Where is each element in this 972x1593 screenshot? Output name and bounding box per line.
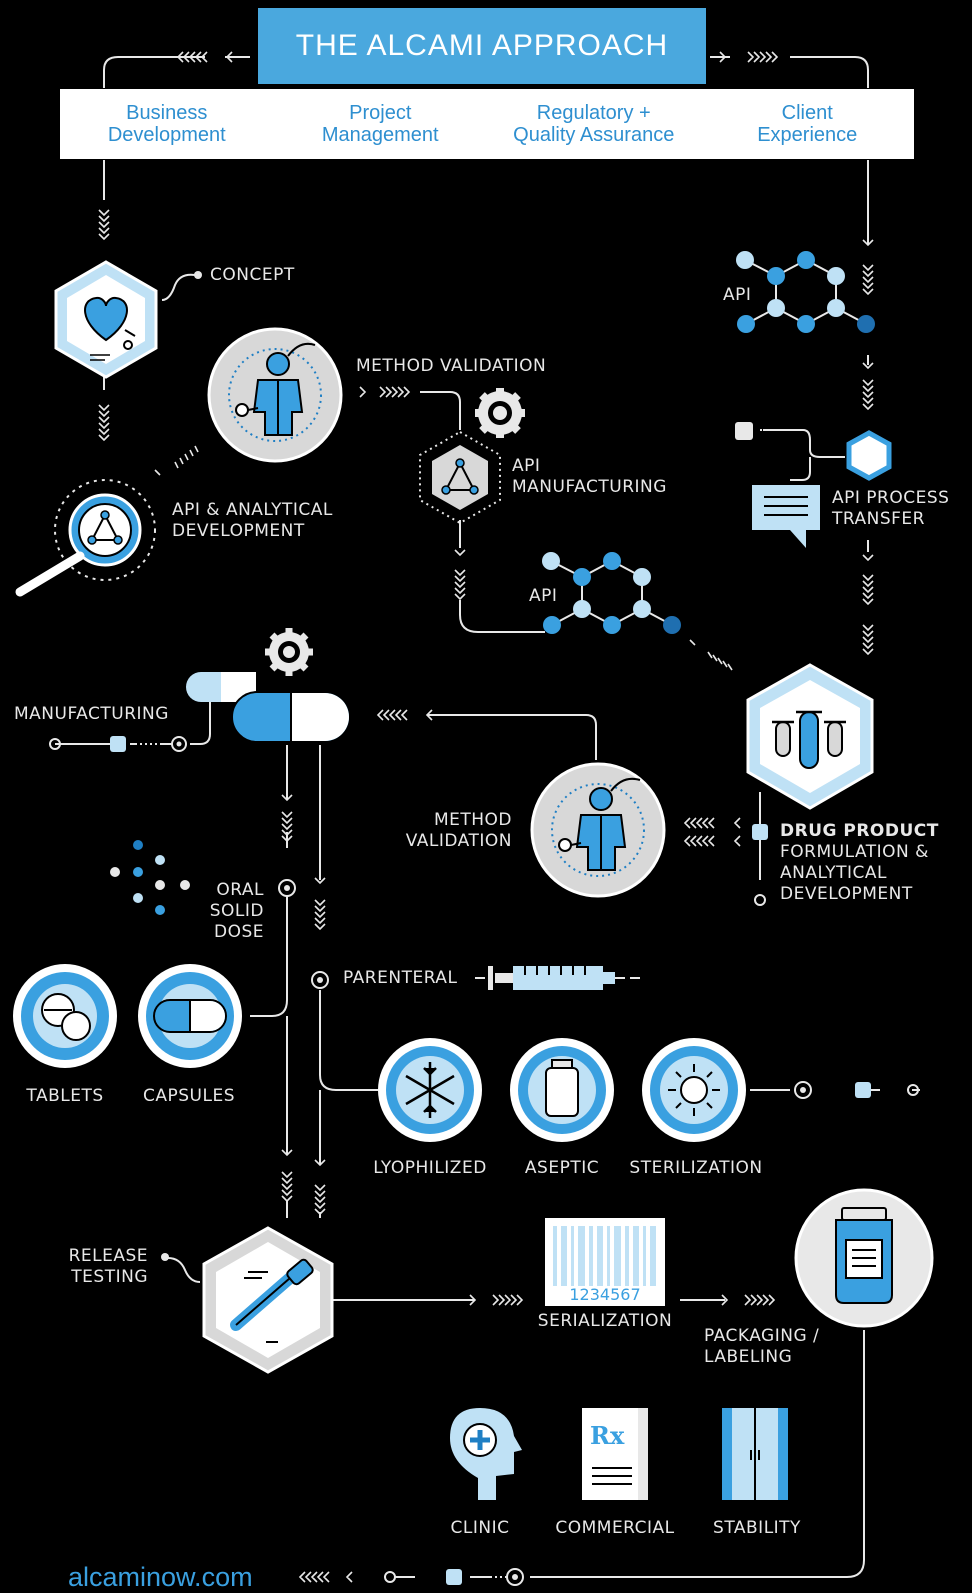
gear-icon [475, 388, 525, 438]
label-method-validation-top: METHOD VALIDATION [356, 356, 547, 376]
chat-bubble-icon [752, 430, 892, 548]
chevron-arrows [98, 51, 874, 1583]
label-lyophilized: LYOPHILIZED [373, 1158, 487, 1178]
scientist-top-icon [207, 327, 343, 463]
oral-dose-dots [110, 840, 190, 915]
concept-heart-icon [54, 260, 158, 379]
label-aseptic: ASEPTIC [524, 1158, 600, 1178]
label-concept: CONCEPT [210, 265, 295, 285]
vial-icon [510, 1038, 614, 1142]
label-manufacturing: MANUFACTURING [14, 704, 169, 724]
connector-nodes [49, 271, 919, 1586]
api-molecule-middle-icon [542, 552, 681, 634]
label-capsules: CAPSULES [143, 1086, 235, 1106]
tablets-icon [13, 964, 117, 1068]
bottle-icon [794, 1188, 934, 1328]
gear-small-icon [265, 628, 313, 676]
label-stability: STABILITY [713, 1518, 801, 1538]
rx-document-icon: Rx [582, 1408, 648, 1500]
snowflake-icon [378, 1038, 482, 1142]
label-clinic: CLINIC [450, 1518, 510, 1538]
label-parenteral: PARENTERAL [343, 968, 458, 988]
page-title: THE ALCAMI APPROACH [258, 8, 706, 84]
label-sterilization: STERILIZATION [629, 1158, 763, 1178]
label-api-top: API [723, 285, 752, 305]
sun-icon [642, 1038, 746, 1142]
pill-capsule-icon [186, 672, 351, 743]
dropper-icon [202, 1226, 334, 1374]
label-tablets: TABLETS [26, 1086, 104, 1106]
clinic-head-icon [450, 1408, 522, 1500]
department-regulatory-qa: Regulatory +Quality Assurance [513, 102, 675, 146]
label-commercial: COMMERCIAL [555, 1518, 675, 1538]
api-molecule-top-icon [736, 251, 875, 333]
label-serialization: SERIALIZATION [537, 1311, 673, 1331]
label-api-middle: API [529, 586, 558, 606]
rx-symbol: Rx [590, 1421, 625, 1450]
website-link[interactable]: alcaminow.com [68, 1562, 253, 1592]
barcode-number: 1234567 [569, 1285, 640, 1304]
syringe-icon [488, 966, 615, 990]
scientist-mid-icon [530, 762, 666, 898]
connector-lines [55, 56, 920, 1578]
capsules-icon [138, 964, 242, 1068]
test-tubes-icon [746, 663, 874, 810]
magnifier-icon [15, 479, 156, 597]
barcode-icon: 1234567 [545, 1218, 665, 1306]
api-manufacturing-icon [419, 430, 501, 525]
label-packaging-labeling: PACKAGING /LABELING [704, 1326, 820, 1367]
cabinet-icon [722, 1408, 788, 1500]
